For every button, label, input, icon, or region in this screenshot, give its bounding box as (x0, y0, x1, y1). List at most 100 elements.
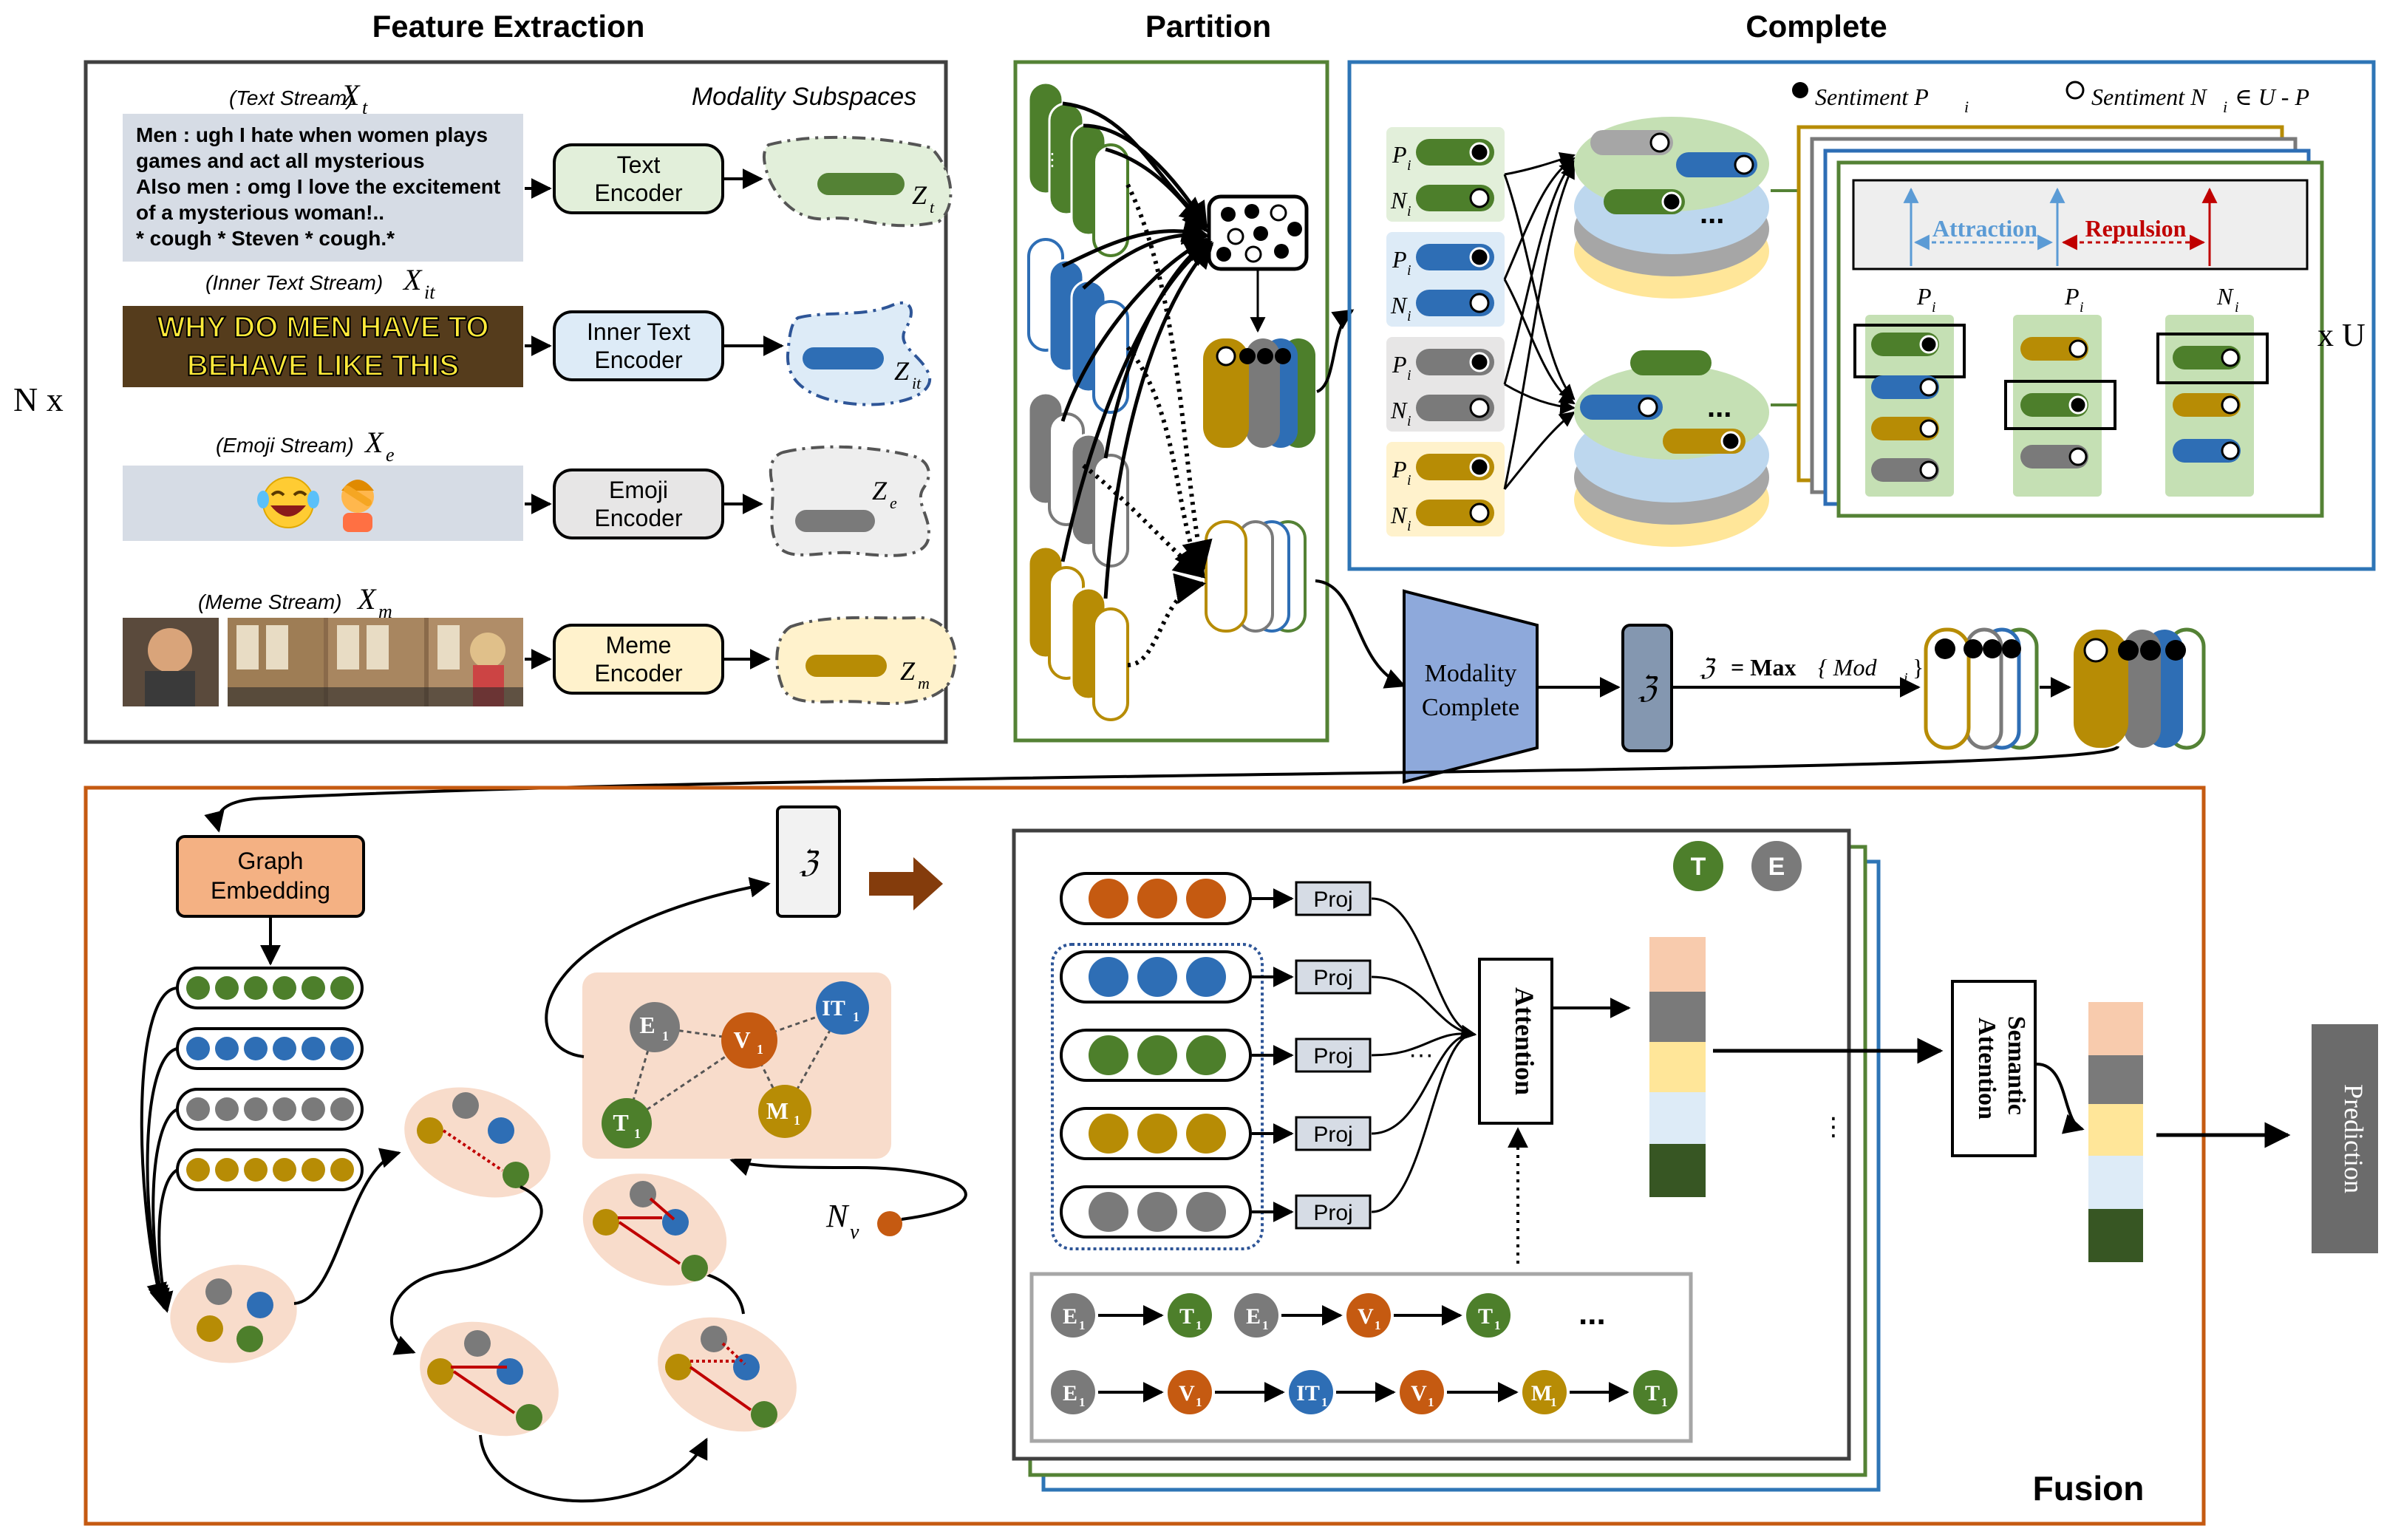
node-v1: V (733, 1026, 750, 1053)
graph-embedding-block: Graph Embedding (176, 835, 365, 918)
token-dot (1089, 879, 1128, 919)
embedding-dot (330, 1097, 354, 1121)
token-dot (1137, 1114, 1177, 1154)
repulsion-label: Repulsion (2085, 215, 2187, 242)
panel-vdots: ⋮ (1821, 1113, 1846, 1141)
svg-text:1: 1 (1079, 1318, 1086, 1332)
embedding-dot (330, 1158, 354, 1182)
svg-text:P: P (1392, 351, 1407, 378)
proj-box (1295, 1038, 1372, 1073)
negative-modality-stack (1205, 520, 1307, 633)
token-dot (1137, 1035, 1177, 1075)
semantic-attention-block: Semantic Attention (1951, 980, 2037, 1157)
proj-label: Proj (1313, 966, 1352, 990)
svg-text:P: P (1392, 456, 1407, 483)
green-token-stack: ⋮ (1027, 81, 1129, 257)
proj-box (1295, 959, 1372, 995)
sequence-node (1289, 1370, 1333, 1414)
sequence-node (1051, 1370, 1095, 1414)
svg-text:{ Mod: { Mod (1818, 654, 1877, 681)
embedding-dot (302, 1158, 325, 1182)
sequence-node-label: V (1411, 1381, 1427, 1406)
meme-subspace-bar (806, 655, 887, 677)
svg-text:ℨ: ℨ (800, 845, 820, 879)
token-dot (1186, 879, 1226, 919)
text-line-3: Also men : omg I love the excitement (136, 175, 500, 198)
sequence-node-label: T (1478, 1304, 1493, 1329)
emoji-stream-label: (Emoji Stream) (216, 434, 354, 457)
svg-text:N: N (1390, 397, 1408, 423)
sequence-node-label: T (1179, 1304, 1194, 1329)
times-u-label: x U (2317, 317, 2366, 353)
embedding-dot (244, 1097, 268, 1121)
text-stream-row: (Text Stream) X t Men : ugh I hate when … (123, 78, 953, 262)
nv-symbol: N (825, 1198, 850, 1234)
meme-stream-symbol: X (356, 582, 377, 616)
proj-dots: ··· (1409, 1040, 1434, 1069)
text-subspace-sub: t (930, 198, 935, 217)
emoji-subspace (769, 445, 930, 557)
svg-text:= Max: = Max (1731, 654, 1796, 681)
sequence-node (1168, 1370, 1212, 1414)
text-encoder (553, 143, 724, 214)
svg-text:i: i (1407, 308, 1411, 324)
svg-text:Prediction: Prediction (2339, 1084, 2368, 1193)
text-subspace-z: Z (912, 180, 927, 210)
modality-complete-label-2: Complete (1422, 694, 1519, 721)
heterogeneous-graph: E 1 V 1 IT 1 T 1 M 1 (582, 972, 891, 1159)
max-operator-block: ℨ (1621, 624, 1673, 752)
subgraph-2 (404, 1087, 551, 1198)
attraction-column-1 (1853, 315, 1966, 497)
section-title-partition: Partition (1145, 9, 1271, 44)
node-e1: E (639, 1012, 655, 1038)
max-input-stack (1924, 627, 2039, 750)
inner-text-subspace-z: Z (894, 356, 910, 386)
embedding-dot (273, 1097, 296, 1121)
svg-text:⋮: ⋮ (1043, 150, 1061, 170)
svg-text:E: E (1768, 853, 1785, 881)
proj-label: Proj (1313, 1044, 1352, 1069)
partition-panel: ⋮ ⋮ ⋮ ⋮ (1013, 60, 1355, 743)
token-dot (1137, 879, 1177, 919)
embedding-dot (244, 1158, 268, 1182)
pn-pair-gray: P i N i (1386, 337, 1505, 432)
text-line-5: * cough * Steven * cough.* (136, 227, 395, 250)
inner-text-stream-label: (Inner Text Stream) (205, 271, 383, 294)
svg-text:i: i (1407, 472, 1411, 488)
token-rows (1060, 872, 1252, 1239)
emoji-box (123, 466, 523, 541)
embedding-dot (273, 976, 296, 1000)
section-title-fusion: Fusion (2033, 1469, 2145, 1507)
embedding-dot (330, 976, 354, 1000)
text-stream-sub: t (362, 97, 368, 118)
embedding-dot (215, 1037, 239, 1060)
svg-text:1: 1 (853, 1009, 859, 1024)
badge-e (1751, 841, 1802, 891)
legend-negative-sub: i (2223, 98, 2227, 116)
token-dot (1089, 1192, 1128, 1232)
svg-text:i: i (1407, 157, 1411, 174)
sequence-node (1051, 1293, 1095, 1338)
sequence-node-label: V (1358, 1304, 1374, 1329)
text-line-4: of a mysterious woman!.. (136, 201, 384, 224)
text-stream-box (123, 114, 523, 262)
attraction-label: Attraction (1932, 215, 2037, 242)
text-stream-symbol: X (340, 78, 361, 112)
facepalm-emoji-icon (341, 480, 374, 532)
svg-text:1: 1 (662, 1029, 669, 1043)
zeta-block: ℨ (776, 805, 841, 918)
meme-stream-sub: m (378, 601, 392, 622)
section-title-complete: Complete (1746, 9, 1887, 44)
token-dot (1089, 1114, 1128, 1154)
svg-text:i: i (1407, 367, 1411, 384)
svg-text:i: i (1904, 670, 1908, 686)
meme-encoder (553, 624, 724, 695)
svg-text:1: 1 (1196, 1318, 1202, 1332)
svg-text:i: i (1407, 413, 1411, 429)
inner-text-encoder-label-1: Inner Text (587, 318, 690, 345)
sequence-node (1346, 1293, 1391, 1338)
sequence-dots: ... (1578, 1295, 1606, 1332)
embedding-dot (273, 1158, 296, 1182)
text-stream-label: (Text Stream) (229, 86, 354, 109)
